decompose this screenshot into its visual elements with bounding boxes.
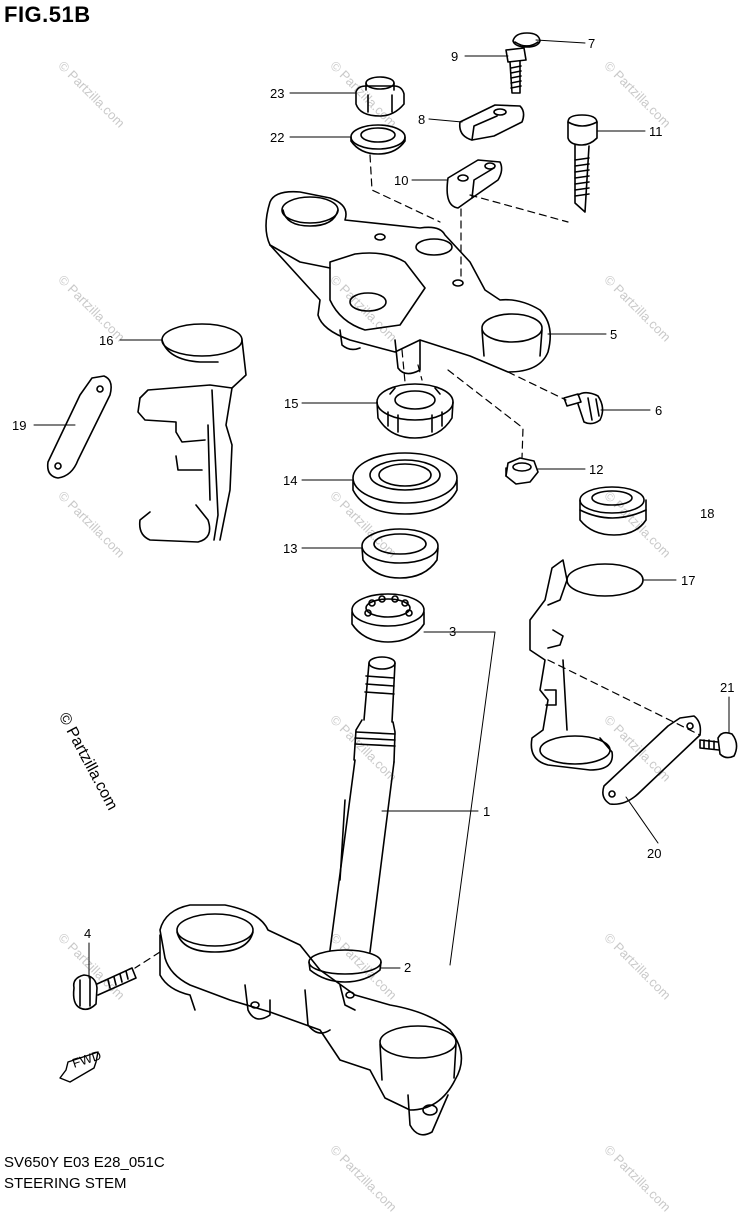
lower-bracket <box>159 904 463 1136</box>
part-22-washer <box>350 124 406 155</box>
callout-23: 23 <box>270 86 284 101</box>
part-20-plate <box>602 715 702 806</box>
callout-19: 19 <box>12 418 26 433</box>
callout-4: 4 <box>84 926 91 941</box>
leader-lines <box>33 39 730 979</box>
part-5-upper-bracket <box>265 190 551 375</box>
callout-7: 7 <box>588 36 595 51</box>
part-8-clamp <box>458 104 525 141</box>
figure-title: FIG.51B <box>4 2 91 27</box>
part-21-bolt <box>699 731 738 759</box>
part-17-guide <box>529 559 644 771</box>
callout-22: 22 <box>270 130 284 145</box>
callout-13: 13 <box>283 541 297 556</box>
part-7-cap <box>512 32 541 48</box>
fwd-label: FWD <box>70 1047 103 1070</box>
model-code: SV650Y E03 E28_051C <box>4 1154 165 1171</box>
part-19-plate <box>46 375 112 479</box>
part-1-stem-shaft <box>329 656 396 953</box>
callout-8: 8 <box>418 112 425 127</box>
figure-caption: STEERING STEM <box>4 1175 127 1192</box>
part-23-cap-nut <box>355 76 405 117</box>
callout-14: 14 <box>283 473 297 488</box>
part-18-seal <box>579 486 647 536</box>
part-13-race <box>361 528 439 579</box>
callout-17: 17 <box>681 573 695 588</box>
callout-18: 18 <box>700 506 714 521</box>
callout-11: 11 <box>649 124 663 139</box>
callout-16: 16 <box>99 333 113 348</box>
callout-5: 5 <box>610 327 617 342</box>
callout-labels: 7 9 23 22 8 10 11 5 6 12 15 14 13 16 19 … <box>12 36 734 975</box>
callout-2: 2 <box>404 960 411 975</box>
part-2-seal <box>308 949 382 983</box>
callout-3: 3 <box>449 624 456 639</box>
part-14-seal <box>352 452 458 515</box>
fwd-arrow: FWD <box>59 1047 103 1083</box>
assembly-lines <box>134 154 701 969</box>
callout-1: 1 <box>483 804 490 819</box>
callout-9: 9 <box>451 49 458 64</box>
callout-12: 12 <box>589 462 603 477</box>
part-11-bolt <box>567 114 598 213</box>
callout-21: 21 <box>720 680 734 695</box>
part-4-bolt <box>72 967 137 1011</box>
part-3-bearing <box>351 593 425 643</box>
callout-10: 10 <box>394 173 408 188</box>
callout-15: 15 <box>284 396 298 411</box>
part-15-lock-nut <box>376 383 454 439</box>
part-10-clamp <box>446 159 503 209</box>
part-12-nut <box>505 457 539 485</box>
part-6-bolt <box>563 391 604 425</box>
part-9-screw <box>505 47 527 94</box>
callout-20: 20 <box>647 846 661 861</box>
callout-6: 6 <box>655 403 662 418</box>
part-16-guide <box>137 323 247 543</box>
